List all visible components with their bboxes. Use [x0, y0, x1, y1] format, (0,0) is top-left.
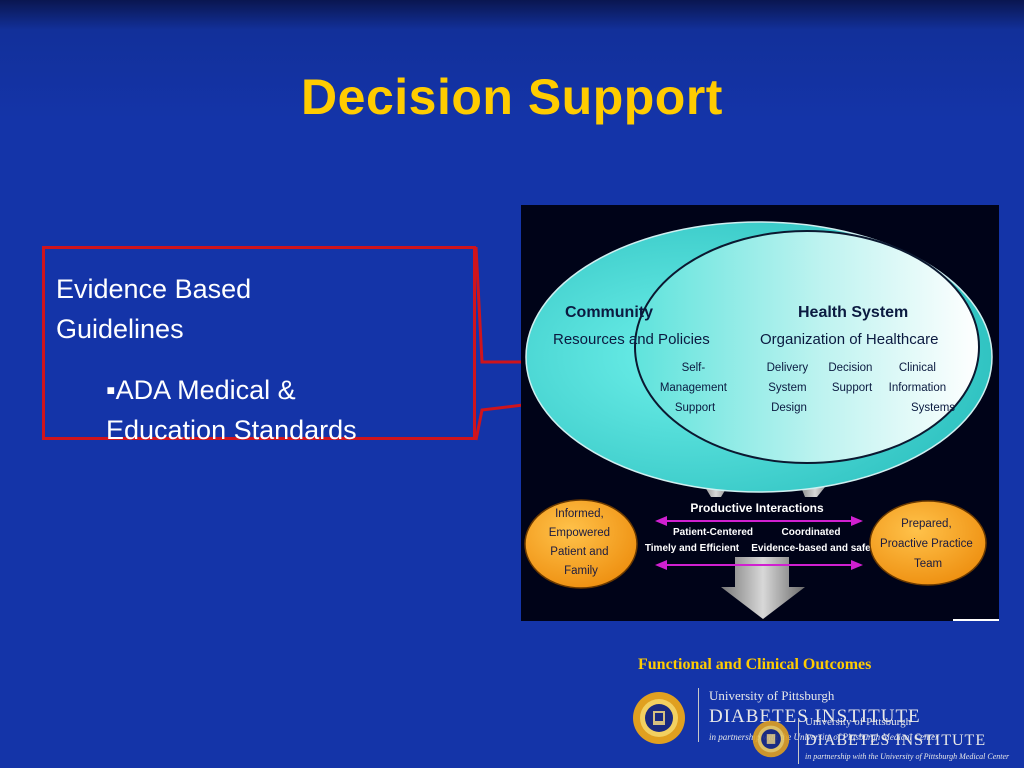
outcome-down-arrow: [721, 557, 805, 619]
component-delivery-system: Delivery System Design: [767, 362, 812, 414]
health-system-subtitle: Organization of Healthcare: [760, 331, 938, 348]
logo-university-name-duplicate: University of Pittsburgh: [805, 716, 912, 728]
evidence-callout-box: Evidence Based Guidelines ▪ADA Medical &…: [42, 246, 476, 445]
health-system-ellipse: [634, 230, 980, 464]
callout-heading-line-1: Evidence Based: [56, 274, 252, 304]
corner-mark: [953, 619, 999, 621]
interaction-arrow-top: [655, 516, 863, 526]
practice-team-text: Prepared, Proactive Practice Team: [880, 518, 976, 570]
slide-title: Decision Support: [301, 69, 723, 125]
patient-family-text: Informed, Empowered Patient and Family: [549, 508, 614, 577]
callout-heading-line-2: Guidelines: [56, 314, 184, 344]
callout-bullet-line-2: Education Standards: [106, 415, 357, 445]
timely-efficient-label: Timely and Efficient: [645, 543, 740, 554]
university-seal-icon-duplicate: [752, 720, 790, 758]
logo-partnership-duplicate: in partnership with the University of Pi…: [805, 752, 1010, 761]
component-decision-support: Decision Support: [828, 362, 875, 394]
practice-team-circle: [869, 500, 987, 586]
community-title: Community: [565, 304, 653, 321]
logo-institute-name: DIABETES INSTITUTE: [709, 706, 921, 727]
logo-partnership: in partnership with the University of Pi…: [709, 732, 939, 742]
patient-centered-label: Patient-Centered: [673, 527, 753, 538]
university-seal-icon: [633, 692, 685, 744]
diabetes-institute-logo: University of Pittsburgh DIABETES INSTIT…: [632, 684, 1024, 768]
callout-bullet-line-1: ▪ADA Medical &: [106, 375, 296, 405]
component-clinical-info: Clinical Information Systems: [889, 362, 956, 414]
patient-family-circle: [524, 499, 638, 589]
callout-bullet: ▪ADA Medical & Education Standards: [106, 370, 357, 450]
coordinated-label: Coordinated: [782, 527, 841, 538]
interaction-arrow-bottom: [655, 560, 863, 570]
community-subtitle: Resources and Policies: [553, 331, 710, 348]
health-system-title: Health System: [798, 304, 908, 321]
logo-university-name: University of Pittsburgh: [709, 688, 835, 703]
chronic-care-model-diagram: Community Resources and Policies Health …: [521, 205, 999, 621]
outcomes-label: Functional and Clinical Outcomes: [638, 656, 872, 673]
productive-interactions-label: Productive Interactions: [690, 501, 824, 515]
logo-institute-name-duplicate: DIABETES INSTITUTE: [805, 732, 987, 749]
callout-heading: Evidence Based Guidelines: [56, 269, 251, 349]
component-self-management: Self- Management Support: [660, 362, 730, 414]
evidence-safe-label: Evidence-based and safe: [751, 543, 871, 554]
